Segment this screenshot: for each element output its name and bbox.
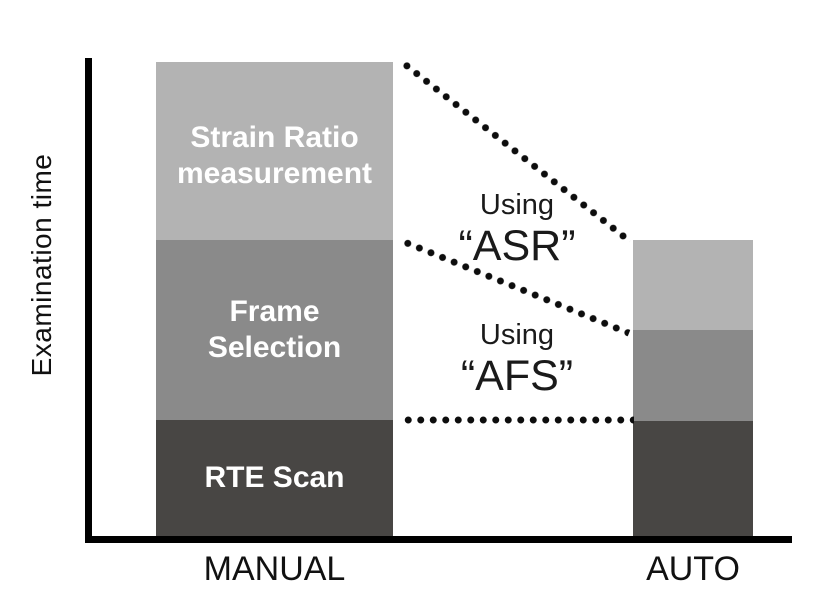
segment-manual-frame-selection: Frame Selection	[156, 239, 393, 420]
segment-label-frame-selection: Frame Selection	[207, 294, 342, 364]
x-axis-line	[85, 536, 792, 543]
segment-auto-rte-scan	[633, 420, 753, 536]
segment-label-rte-scan: RTE Scan	[204, 460, 345, 494]
segment-auto-strain-ratio	[633, 239, 753, 330]
dotted-connector-rte-scan	[402, 416, 634, 424]
annotation-afs: Using “AFS”	[407, 318, 627, 400]
annotation-afs-term: “AFS”	[460, 352, 574, 400]
segment-auto-frame-selection	[633, 329, 753, 421]
x-category-label-auto: AUTO	[646, 550, 740, 588]
segment-label-strain-ratio: Strain Ratio measurement	[176, 120, 373, 190]
annotation-afs-word: Using	[479, 319, 555, 351]
bar-manual: Strain Ratio measurement Frame Selection…	[156, 62, 393, 536]
bar-auto	[633, 239, 753, 536]
y-axis-line	[85, 58, 92, 543]
x-category-label-manual: MANUAL	[203, 550, 346, 588]
segment-manual-rte-scan: RTE Scan	[156, 419, 393, 536]
y-axis-label: Examination time	[26, 153, 57, 377]
segment-manual-strain-ratio: Strain Ratio measurement	[156, 62, 393, 240]
annotation-asr-term: “ASR”	[458, 222, 576, 270]
annotation-asr: Using “ASR”	[407, 188, 627, 270]
annotation-asr-word: Using	[479, 189, 555, 221]
